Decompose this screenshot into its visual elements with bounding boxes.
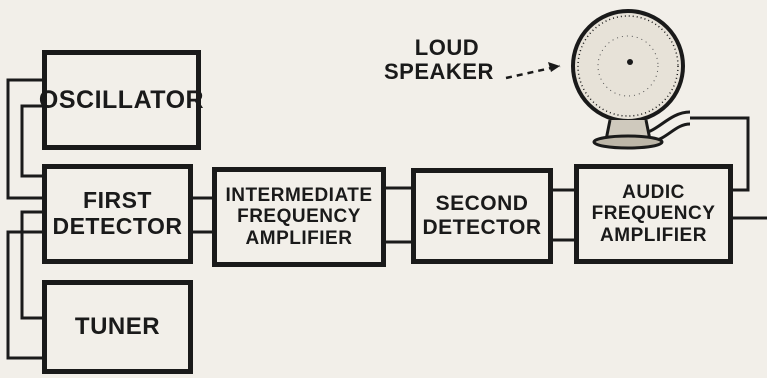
second-detector-label-line1: SECOND xyxy=(422,192,541,216)
oscillator-wire xyxy=(8,80,42,198)
loud-speaker-label-line2: SPEAKER xyxy=(384,60,494,84)
first-detector-label-line1: FIRST xyxy=(52,188,182,214)
if-amplifier-block: INTERMEDIATE FREQUENCY AMPLIFIER xyxy=(212,167,386,267)
if-amplifier-label-line1: INTERMEDIATE xyxy=(225,185,372,206)
tuner-wire xyxy=(8,232,42,358)
if-amplifier-label-line2: FREQUENCY xyxy=(225,206,372,227)
loud-speaker-label: LOUD SPEAKER xyxy=(384,36,494,84)
oscillator-block: OSCILLATOR xyxy=(42,50,201,150)
second-detector-block: SECOND DETECTOR xyxy=(411,168,553,264)
speaker-leader xyxy=(506,62,560,78)
audio-amplifier-block: AUDIC FREQUENCY AMPLIFIER xyxy=(574,164,733,264)
first-detector-block: FIRST DETECTOR xyxy=(42,164,193,264)
audio-amplifier-label-line2: FREQUENCY xyxy=(592,203,716,224)
first-detector-label-line2: DETECTOR xyxy=(52,214,182,240)
second-detector-label-line2: DETECTOR xyxy=(422,216,541,240)
tuner-label: TUNER xyxy=(75,314,160,341)
audio-amplifier-label-line1: AUDIC xyxy=(592,182,716,203)
if-amplifier-label-line3: AMPLIFIER xyxy=(225,228,372,249)
tuner-block: TUNER xyxy=(42,280,193,374)
oscillator-wire-inner xyxy=(22,106,42,176)
loud-speaker-label-line1: LOUD xyxy=(384,36,494,60)
tuner-wire-inner xyxy=(22,212,42,318)
loud-speaker-icon xyxy=(573,11,683,148)
oscillator-label: OSCILLATOR xyxy=(39,86,204,114)
audio-amplifier-label-line3: AMPLIFIER xyxy=(592,225,716,246)
